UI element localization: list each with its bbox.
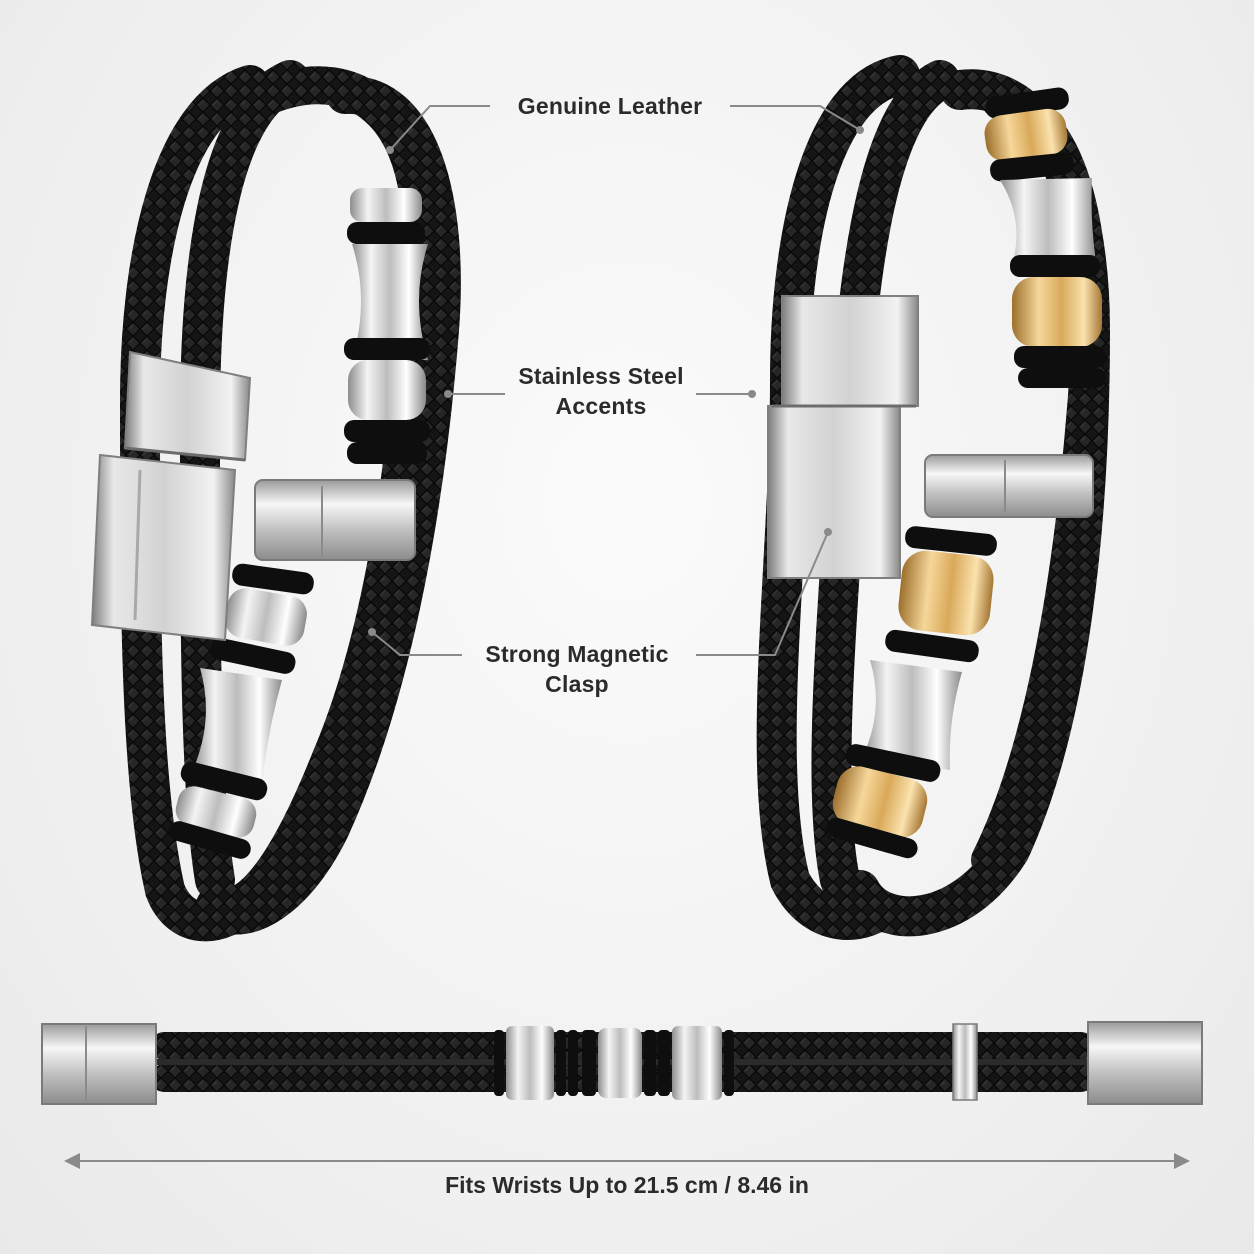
stainless-steel-line2: Accents <box>555 393 647 419</box>
left-bead-stack-upper <box>344 188 430 464</box>
right-keeper-ring <box>924 454 1094 518</box>
flat-bracelet <box>41 1021 1203 1105</box>
left-bracelet <box>90 60 461 942</box>
label-genuine-leather: Genuine Leather <box>497 91 723 121</box>
right-bead-stack-upper <box>984 87 1106 388</box>
magnetic-clasp-line1: Strong Magnetic <box>485 641 669 667</box>
label-strong-magnetic-clasp: Strong Magnetic Clasp <box>466 639 688 699</box>
magnetic-clasp-line2: Clasp <box>545 671 609 697</box>
right-magnetic-clasp <box>767 295 919 579</box>
label-stainless-steel-accents: Stainless Steel Accents <box>500 361 702 421</box>
left-keeper-ring <box>254 479 416 561</box>
right-bead-stack-lower <box>826 526 997 859</box>
size-arrow <box>64 1153 1190 1169</box>
stainless-steel-line1: Stainless Steel <box>518 363 684 389</box>
left-magnetic-clasp <box>90 350 252 642</box>
right-bracelet <box>756 55 1111 940</box>
wrist-size-note: Fits Wrists Up to 21.5 cm / 8.46 in <box>445 1172 809 1198</box>
left-bead-stack-lower <box>169 563 314 859</box>
genuine-leather-text: Genuine Leather <box>517 93 703 119</box>
callout-lines <box>368 105 864 656</box>
